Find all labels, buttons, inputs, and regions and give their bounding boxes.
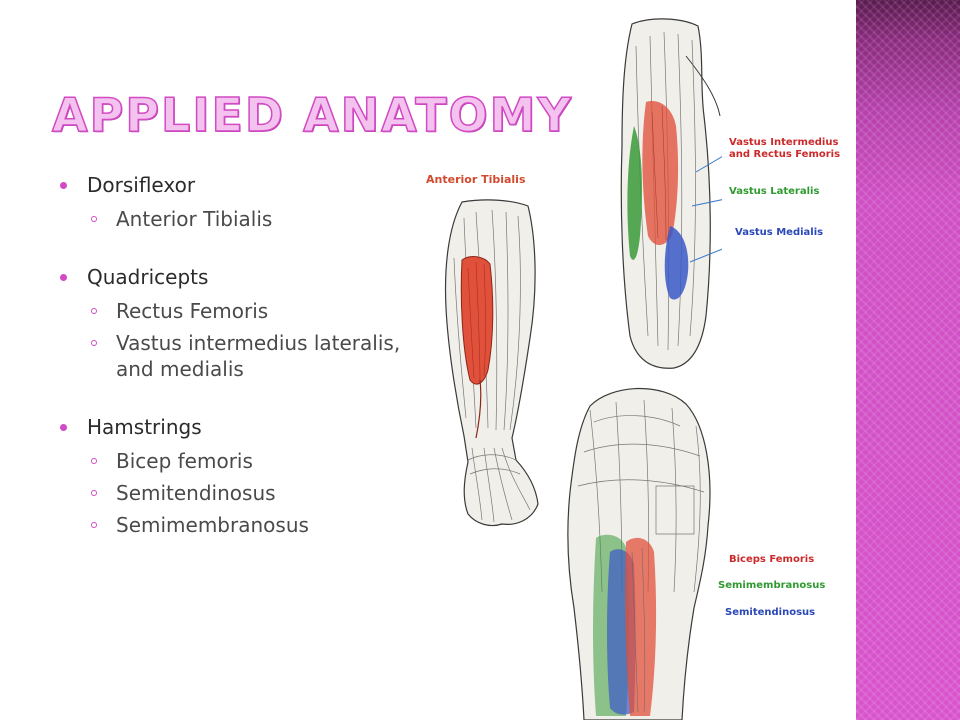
slide-title: Applied Anatomy: [51, 88, 573, 142]
sub-bullet-ring-icon: [91, 490, 97, 496]
sub-bullet-anterior-tibialis: Anterior Tibialis: [60, 206, 420, 232]
bullet-dorsiflexor: Dorsiflexor: [60, 170, 420, 200]
sub-bullet-semimembranosus: Semimembranosus: [60, 512, 420, 538]
sub-bullet-ring-icon: [91, 216, 97, 222]
sub-bullet-vastus: Vastus intermedius lateralis, and medial…: [60, 330, 420, 382]
lower-leg-illustration: [444, 199, 539, 527]
label-vastus-lateralis: Vastus Lateralis: [729, 186, 820, 197]
sub-bullet-semitendinosus: Semitendinosus: [60, 480, 420, 506]
sub-bullet-ring-icon: [91, 458, 97, 464]
bullet-dot-icon: [60, 182, 67, 189]
bullet-dot-icon: [60, 424, 67, 431]
bullet-hamstrings: Hamstrings: [60, 412, 420, 442]
label-semitendinosus: Semitendinosus: [725, 607, 816, 618]
figure-caption-anterior-tibialis: Anterior Tibialis: [426, 173, 526, 186]
hamstring-illustration: [567, 387, 711, 720]
thigh-quadriceps-illustration: [620, 18, 722, 369]
sub-bullet-rectus-femoris: Rectus Femoris: [60, 298, 420, 324]
sub-bullet-ring-icon: [91, 340, 97, 346]
sub-bullet-ring-icon: [91, 308, 97, 314]
sub-bullet-ring-icon: [91, 522, 97, 528]
bullet-quadricepts: Quadricepts: [60, 262, 420, 292]
bullet-dot-icon: [60, 274, 67, 281]
label-semimembranosus: Semimembranosus: [718, 580, 826, 591]
bullet-list: Dorsiflexor Anterior Tibialis Quadricept…: [60, 170, 420, 538]
label-biceps-femoris: Biceps Femoris: [729, 554, 815, 565]
label-vastus-medialis: Vastus Medialis: [735, 227, 824, 238]
label-vastus-intermedius-rectus-femoris: Vastus Intermedius and Rectus Femoris: [729, 137, 841, 160]
decorative-side-bar: [856, 0, 960, 720]
sub-bullet-bicep-femoris: Bicep femoris: [60, 448, 420, 474]
